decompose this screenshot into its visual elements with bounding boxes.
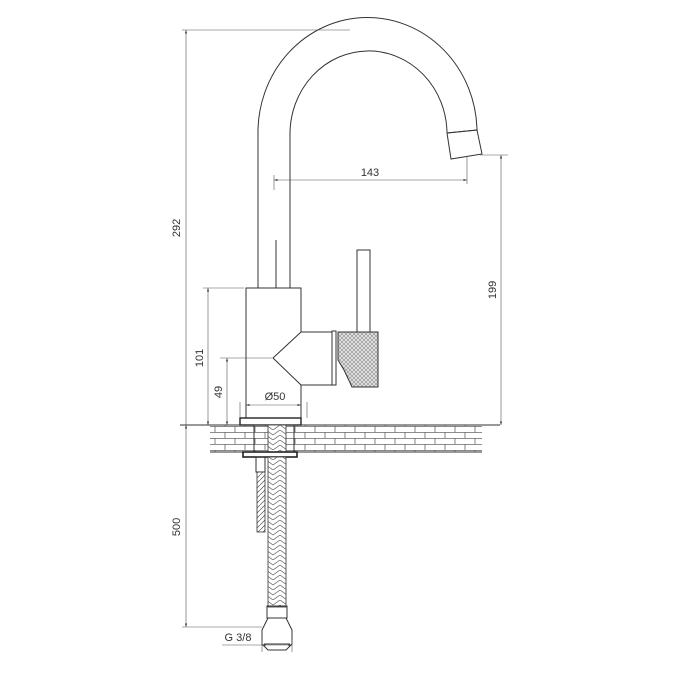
label-handle-axis: 49 [213,386,225,398]
label-body-height: 101 [194,349,206,367]
dimension-hose-length: 500 [171,425,262,628]
braided-hose [261,456,293,651]
dimension-handle-axis: 49 [213,357,272,425]
faucet-body [239,287,337,426]
mounting-assembly [242,424,298,533]
countertop [180,424,500,453]
dimension-outlet-height: 199 [480,154,508,425]
label-hose-connection: G 3/8 [225,632,252,644]
dimension-hose-connection: G 3/8 [222,632,293,652]
label-total-height: 292 [171,219,183,237]
label-hose-length: 500 [171,518,183,536]
spout [257,17,483,288]
lever-handle [337,249,379,388]
dimension-total-height: 292 [171,29,350,425]
label-base-diameter: Ø50 [265,391,286,403]
label-outlet-height: 199 [487,281,499,299]
dimension-body-height: 101 [194,287,244,425]
dimension-spout-reach: 143 [273,156,468,190]
dimension-base-diameter: Ø50 [239,391,308,418]
label-spout-reach: 143 [361,167,379,179]
